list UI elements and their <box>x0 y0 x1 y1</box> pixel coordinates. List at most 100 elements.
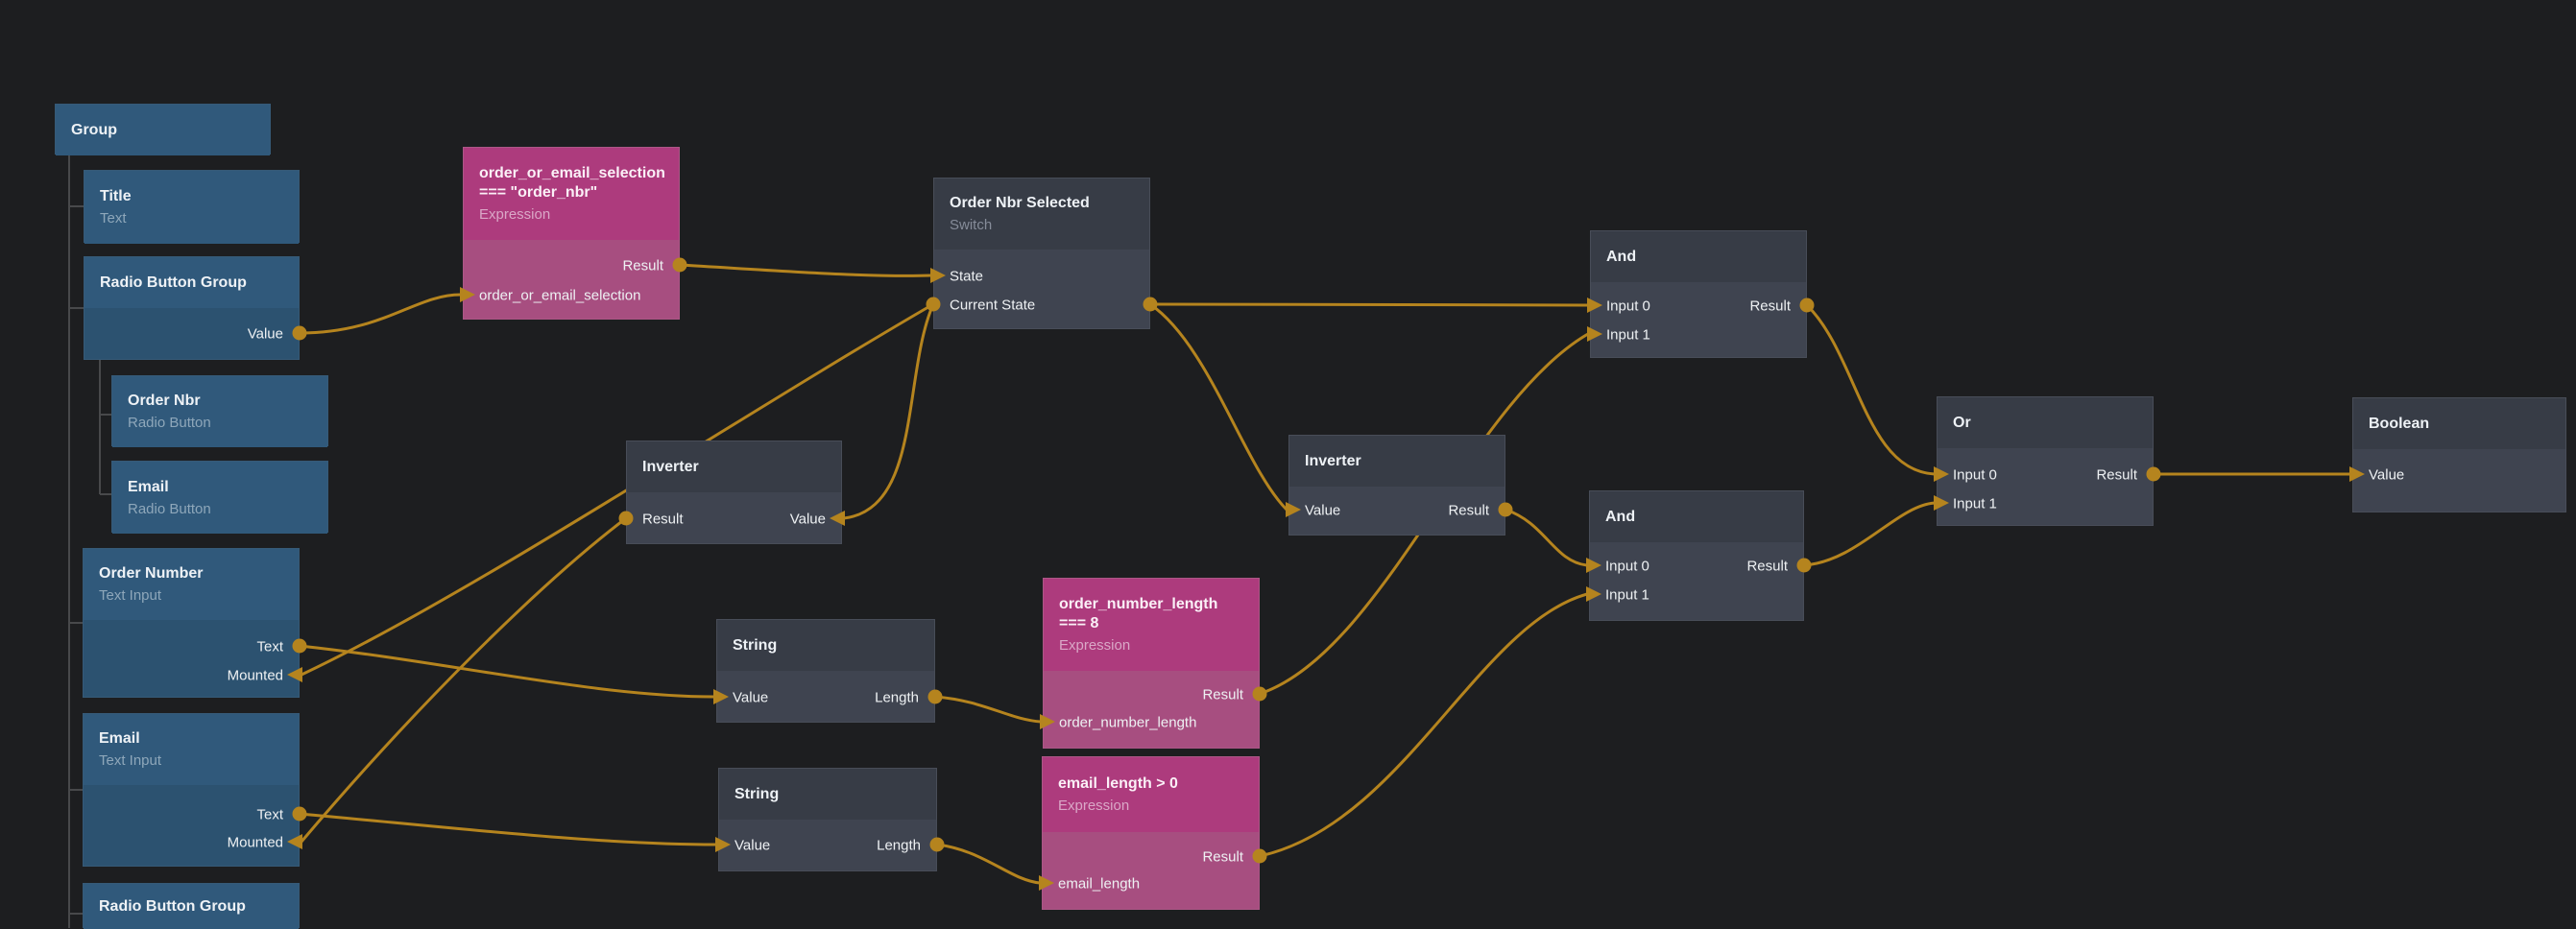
wire-switch.current-state-out-to-inverter-2.value[interactable] <box>1148 302 1288 512</box>
wire-and-1.result-to-or.input0[interactable] <box>1805 303 1937 476</box>
node-title: And <box>1606 248 1637 265</box>
node-header[interactable]: String <box>717 620 934 671</box>
node-subtitle: Radio Button <box>128 415 211 431</box>
node-header[interactable]: String <box>719 769 936 820</box>
wire-string-1.length-to-expr-order-length.order_number_length[interactable] <box>933 695 1043 724</box>
wire-expr-email-length.result-to-and-2.input1[interactable] <box>1258 592 1589 858</box>
port-label-string-2-length: Length <box>877 837 921 854</box>
wire-radio-group-1.value-to-expr-selection.selection[interactable] <box>298 293 463 335</box>
node-title: Title <box>100 188 132 204</box>
wire-switch.current-state-out-to-and-1.input0[interactable] <box>1148 302 1590 307</box>
port-label-email-input-text: Text <box>256 806 283 823</box>
port-label-switch-state: State <box>950 268 984 285</box>
port-label-inverter-1-result: Result <box>642 511 684 528</box>
wire-switch.current-state-to-inverter-1.value[interactable] <box>842 302 935 520</box>
node-header[interactable]: Or <box>1938 397 2153 448</box>
port-label-or-result: Result <box>2096 466 2137 484</box>
node-header[interactable]: Inverter <box>1289 436 1505 487</box>
node-title: Or <box>1953 414 1971 431</box>
node-header[interactable]: Group <box>56 105 270 155</box>
node-subtitle: Text Input <box>99 587 162 604</box>
port-label-string-2-value: Value <box>734 837 771 854</box>
node-radio-group-2[interactable]: Radio Button Group <box>83 883 300 929</box>
wire-inverter-1.result-to-email-input.mounted[interactable] <box>300 516 628 844</box>
node-title: Group <box>71 121 117 138</box>
node-title: Inverter <box>1305 452 1361 469</box>
port-label-expr-order-length-result: Result <box>1202 686 1243 703</box>
wire-inverter-2.result-to-and-2.input0[interactable] <box>1504 508 1589 567</box>
wire-expr-selection.result-to-switch.state[interactable] <box>678 263 933 277</box>
node-title: email_length > 0 <box>1058 775 1178 792</box>
port-label-order-number-input-mounted: Mounted <box>227 667 283 684</box>
node-title: order_number_length <box>1059 596 1218 612</box>
port-label-inverter-2-result: Result <box>1448 502 1489 519</box>
node-group[interactable]: Group <box>55 104 271 155</box>
port-label-email-input-mounted: Mounted <box>227 834 283 851</box>
wire-and-2.result-to-or.input1[interactable] <box>1802 501 1937 567</box>
node-header[interactable]: Boolean <box>2353 398 2565 449</box>
node-title: Order Nbr <box>128 393 201 409</box>
port-label-and-2-input1: Input 1 <box>1605 586 1649 604</box>
port-label-inverter-1-value: Value <box>789 511 826 528</box>
wire-email-input.text-to-string-2.value[interactable] <box>298 812 718 846</box>
node-title: Email <box>99 730 140 747</box>
port-label-expr-selection-selection: order_or_email_selection <box>479 287 641 304</box>
port-label-and-1-input0: Input 0 <box>1606 298 1650 315</box>
node-header[interactable]: And <box>1590 491 1803 542</box>
node-title: Boolean <box>2369 415 2430 432</box>
node-header[interactable]: Radio Button Group <box>84 884 299 929</box>
node-header[interactable]: Inverter <box>627 441 841 492</box>
node-expr-selection[interactable]: order_or_email_selection=== "order_nbr"E… <box>463 147 680 320</box>
node-title: Inverter <box>642 458 699 475</box>
wire-order-number-input.text-to-string-1.value[interactable] <box>298 644 716 699</box>
node-title: Radio Button Group <box>100 274 247 291</box>
port-label-or-input1: Input 1 <box>1953 495 1997 512</box>
node-header[interactable]: Radio Button Group <box>84 257 299 308</box>
wire-string-2.length-to-expr-email-length.email_length[interactable] <box>935 843 1042 885</box>
node-header[interactable]: And <box>1591 231 1806 282</box>
node-subtitle: Radio Button <box>128 500 211 517</box>
port-label-order-number-input-text: Text <box>256 638 283 655</box>
node-title: Order Number <box>99 565 204 582</box>
port-label-expr-order-length-order_number_length: order_number_length <box>1059 714 1197 731</box>
node-header[interactable]: order_or_email_selection=== "order_nbr"E… <box>464 148 679 240</box>
node-subtitle: Expression <box>479 206 551 223</box>
node-title: And <box>1605 508 1636 525</box>
port-label-radio-group-1-value: Value <box>247 325 283 343</box>
port-label-expr-email-length-email_length: email_length <box>1058 875 1141 893</box>
node-subtitle: Text Input <box>99 752 162 769</box>
node-title: Radio Button Group <box>99 897 246 915</box>
port-label-and-1-input1: Input 1 <box>1606 326 1650 344</box>
node-subtitle: Expression <box>1059 637 1131 654</box>
port-label-expr-selection-result: Result <box>622 257 663 274</box>
port-label-inverter-2-value: Value <box>1305 502 1341 519</box>
node-title: String <box>733 636 778 654</box>
port-label-and-1-result: Result <box>1749 298 1791 315</box>
